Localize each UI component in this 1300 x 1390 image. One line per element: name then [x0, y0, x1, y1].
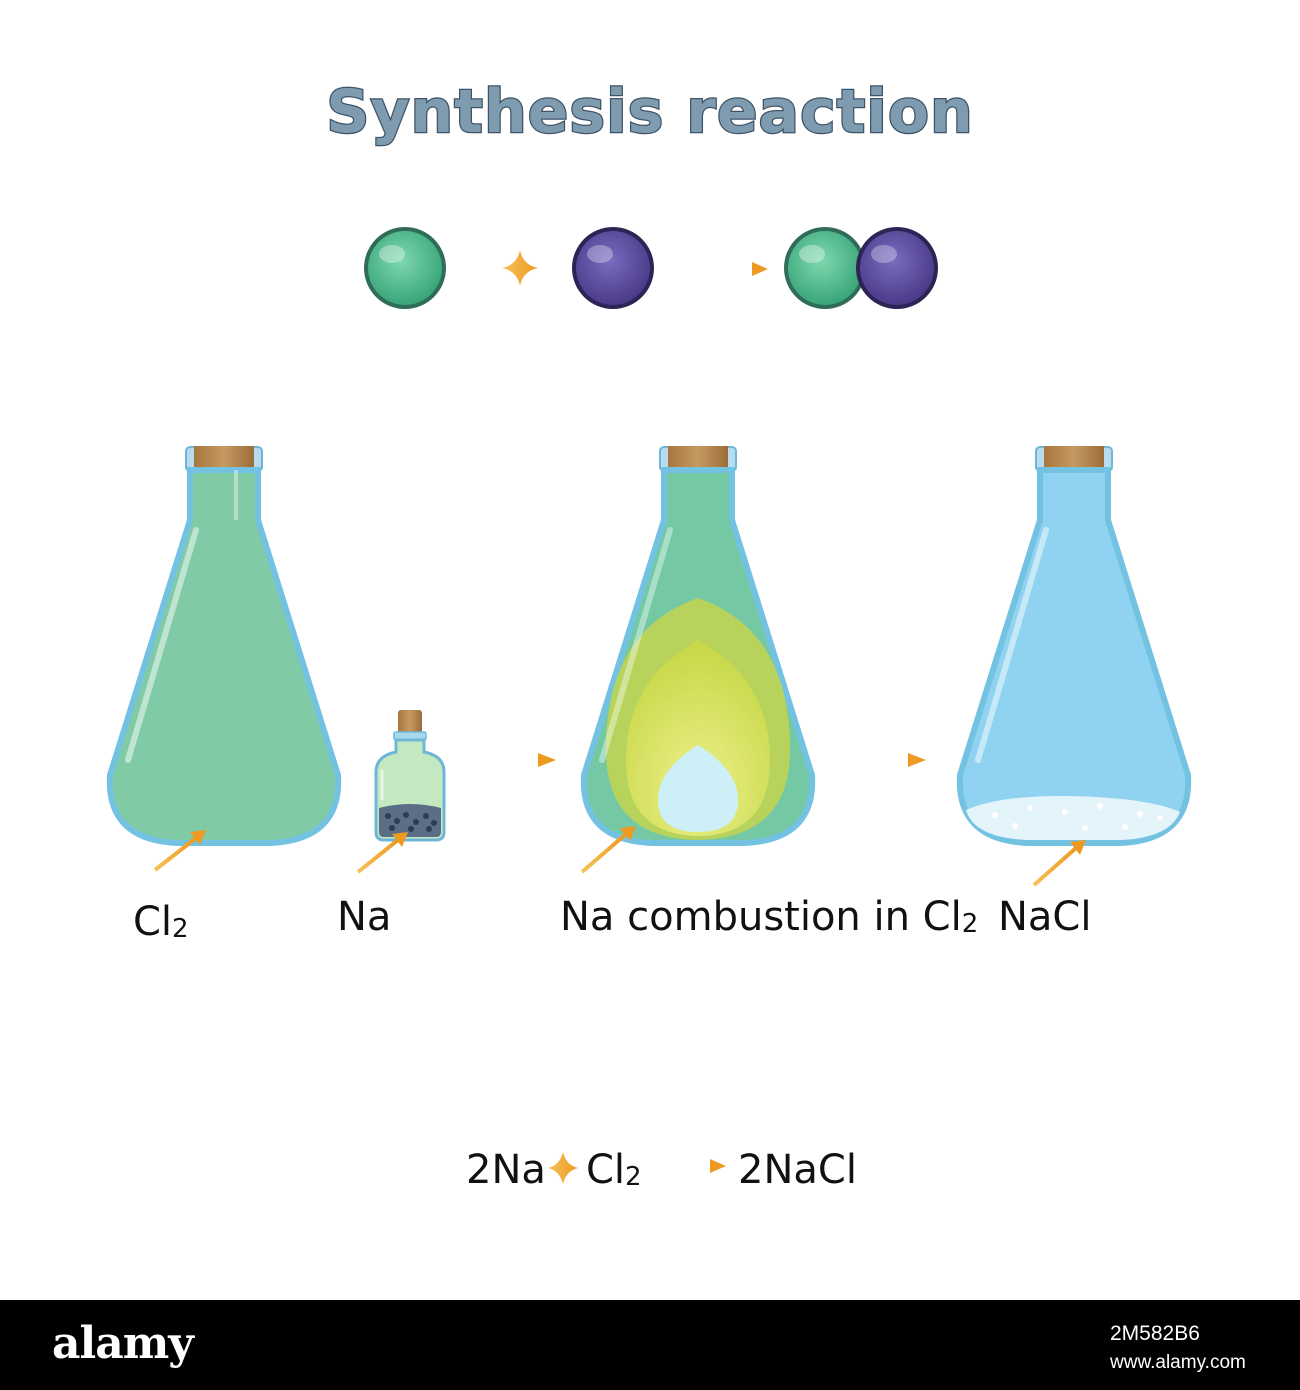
equation-right: 2NaCl	[738, 1147, 857, 1193]
combined-molecule	[784, 227, 938, 309]
reaction-arrow-icon	[686, 262, 768, 276]
synthesis-diagram: Synthesis reaction	[106, 76, 1192, 1193]
flask-chlorine	[106, 446, 342, 846]
green-atom	[364, 227, 446, 309]
flask-combustion	[580, 446, 816, 846]
pointer-arrow-na-icon	[356, 832, 408, 874]
equation-plus-icon	[548, 1152, 578, 1184]
pointer-arrow-combustion-icon	[580, 826, 636, 874]
label-sodium-chloride: NaCl	[998, 894, 1091, 940]
atom-reaction-row	[364, 227, 938, 309]
label-chlorine: Cl2	[133, 899, 189, 945]
watermark-footer: alamy 2M582B6 www.alamy.com	[0, 1300, 1300, 1390]
pointer-arrow-nacl-icon	[1032, 840, 1086, 887]
process-arrow-1-icon	[460, 753, 556, 767]
plus-sparkle-icon	[502, 250, 538, 286]
equation-middle: Cl2	[586, 1147, 642, 1193]
image-id: 2M582B6	[1110, 1322, 1200, 1345]
equation-left: 2Na	[466, 1147, 546, 1193]
flame-core	[658, 745, 738, 832]
diagram-title: Synthesis reaction	[326, 77, 974, 147]
alamy-logo: alamy	[52, 1318, 194, 1369]
label-combustion: Na combustion in Cl2	[560, 894, 978, 940]
flask-sodium-chloride	[956, 446, 1192, 846]
chemical-equation: 2Na Cl2 2NaCl	[466, 1147, 857, 1193]
label-sodium: Na	[337, 894, 391, 940]
sodium-bottle	[374, 710, 446, 842]
process-arrow-2-icon	[825, 753, 926, 767]
pointer-arrow-cl2-icon	[153, 830, 206, 872]
equation-arrow-icon	[664, 1159, 726, 1173]
site-url: www.alamy.com	[1110, 1352, 1246, 1373]
purple-atom	[572, 227, 654, 309]
